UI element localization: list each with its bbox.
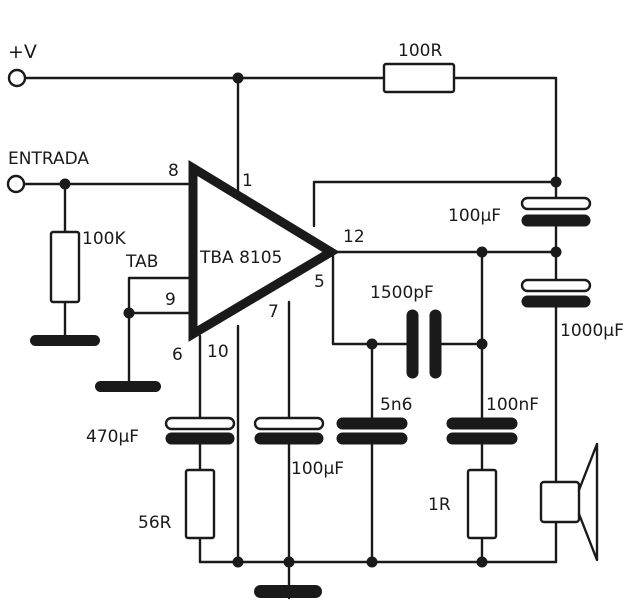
label-56r: 56R — [138, 513, 172, 533]
junction-dot — [476, 246, 488, 258]
capacitor-plate — [253, 416, 325, 431]
speaker-icon — [539, 442, 599, 562]
ground-symbol — [95, 381, 161, 392]
speaker-cone — [577, 442, 599, 562]
junction-dot — [232, 72, 244, 84]
label-c-5n6: 5n6 — [380, 395, 412, 415]
resistor-100r — [382, 62, 456, 94]
label-c-ripple: 100μF — [291, 459, 344, 479]
bootstrap-wire — [312, 180, 558, 228]
junction-dot — [550, 246, 562, 258]
capacitor-plate — [446, 417, 518, 430]
junction-dot — [123, 307, 135, 319]
capacitor-bootstrap — [520, 196, 592, 227]
supply-terminal — [7, 68, 27, 88]
junction-dot — [366, 338, 378, 350]
pin5-wire — [331, 250, 484, 346]
capacitor-plate — [521, 295, 591, 308]
label-c-100nf: 100nF — [486, 395, 539, 415]
supply-label: +V — [8, 41, 37, 63]
pin-number-8: 8 — [168, 161, 179, 181]
capacitor-output — [520, 278, 592, 308]
resistor-56r — [184, 468, 216, 540]
ground-symbol — [254, 585, 322, 598]
capacitor-feedback — [164, 416, 236, 445]
pin-number-6: 6 — [172, 345, 183, 365]
ic-name: TBA 8105 — [199, 248, 282, 268]
ic-amplifier: TBA 8105 — [188, 159, 340, 342]
capacitor-plate — [521, 214, 591, 227]
resistor-1r — [466, 468, 498, 540]
capacitor-100nf — [446, 417, 518, 445]
label-c-bootstrap: 100μF — [448, 206, 501, 226]
capacitor-plate — [520, 196, 592, 211]
capacitor-5n6 — [336, 417, 408, 445]
pin-number-1: 1 — [242, 171, 253, 191]
capacitor-plate — [406, 309, 419, 379]
capacitor-plate — [164, 416, 236, 431]
opamp-triangle — [188, 159, 340, 342]
label-tab: TAB — [125, 252, 158, 272]
pin-number-12: 12 — [343, 227, 365, 247]
pin-number-9: 9 — [165, 290, 176, 310]
label-100k: 100K — [82, 229, 126, 249]
capacitor-ripple — [253, 416, 325, 445]
capacitor-plate — [429, 309, 442, 379]
label-1r: 1R — [428, 495, 451, 515]
speaker-magnet — [539, 480, 581, 524]
junctions — [59, 72, 562, 568]
supply-rail — [23, 76, 558, 184]
label-100r: 100R — [398, 41, 442, 61]
pin-number-5: 5 — [314, 272, 325, 292]
junction-dot — [59, 178, 71, 190]
capacitor-plate — [446, 432, 518, 445]
junction-dot — [232, 556, 244, 568]
label-c-feedback: 470μF — [86, 427, 139, 447]
tab-wire — [127, 276, 192, 386]
input-label: ENTRADA — [8, 149, 89, 169]
junction-dot — [366, 556, 378, 568]
capacitor-compensation — [406, 309, 442, 379]
junction-dot — [283, 556, 295, 568]
junction-dot — [550, 176, 562, 188]
ground-symbol — [30, 335, 100, 346]
resistor-100k — [49, 230, 81, 304]
capacitor-plate — [336, 417, 408, 430]
junction-dot — [476, 556, 488, 568]
junction-dot — [476, 338, 488, 350]
capacitor-plate — [336, 432, 408, 445]
pin-number-7: 7 — [268, 302, 279, 322]
capacitor-plate — [165, 432, 235, 445]
pin-number-10: 10 — [207, 342, 229, 362]
capacitor-plate — [520, 278, 592, 293]
label-c-output: 1000μF — [560, 321, 624, 341]
label-c-compensation: 1500pF — [370, 283, 434, 303]
capacitor-plate — [254, 432, 324, 445]
input-terminal — [6, 174, 26, 194]
